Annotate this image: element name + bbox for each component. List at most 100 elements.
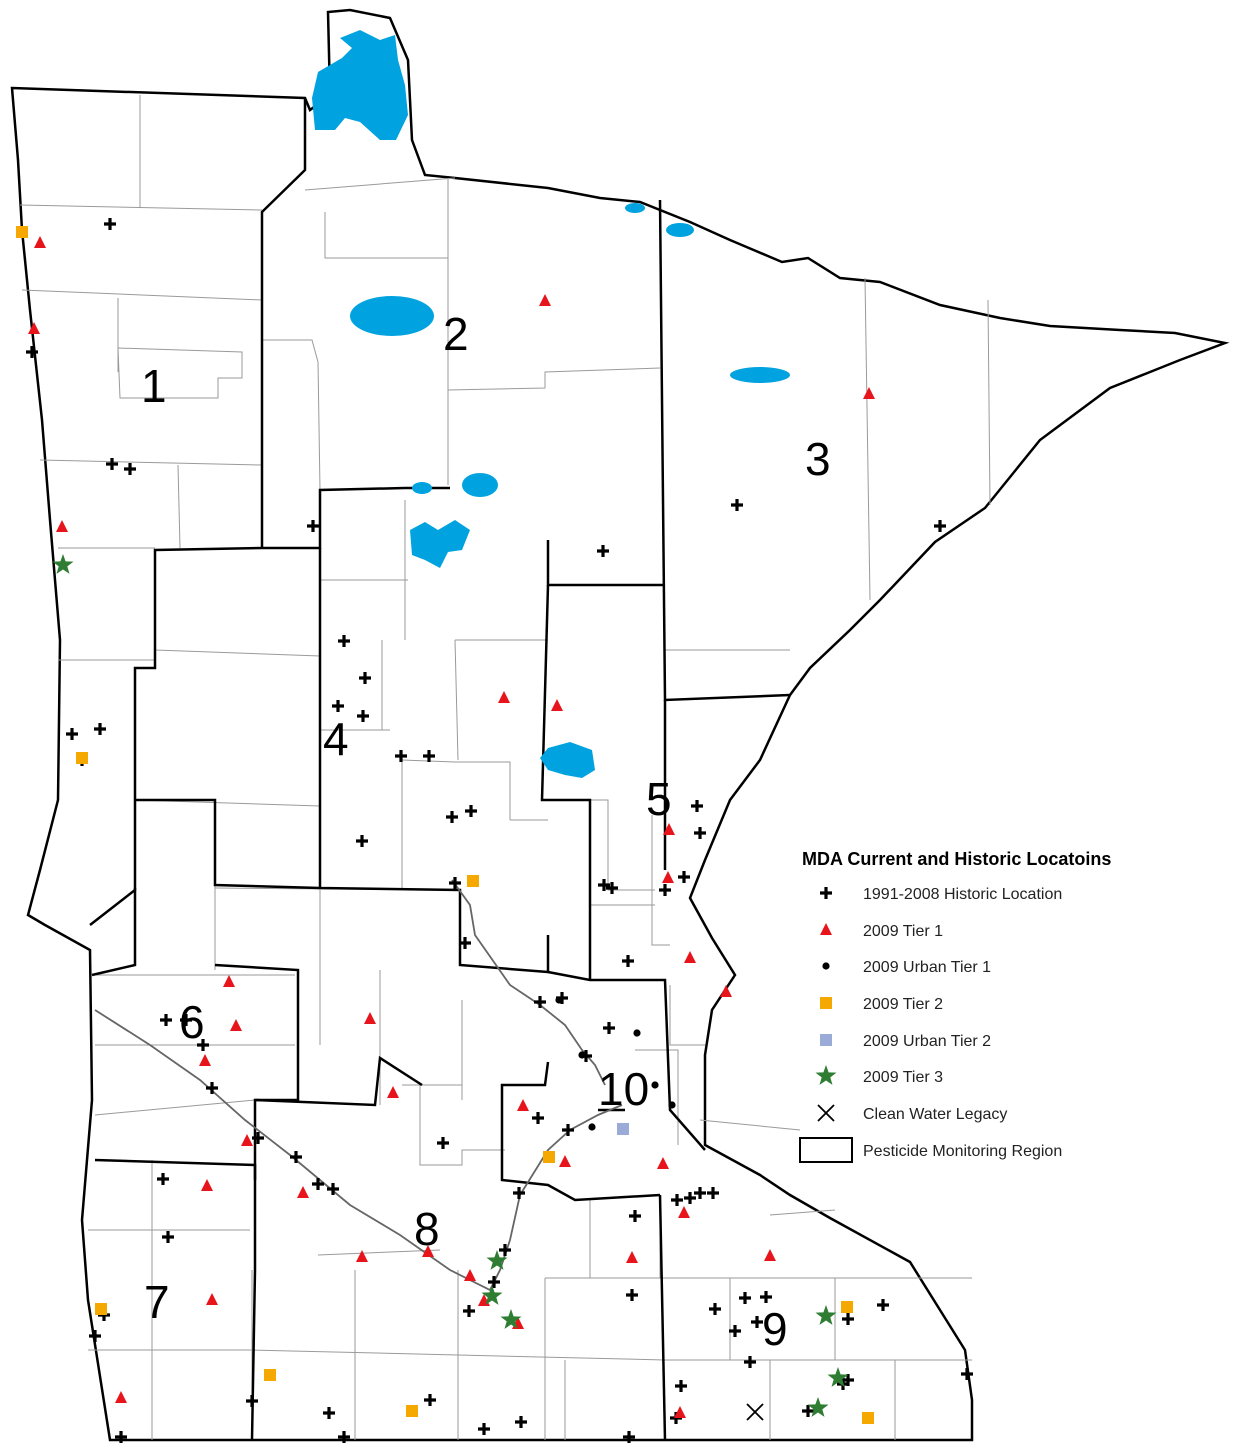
state-outline xyxy=(10,8,1230,1442)
historic-location-marker xyxy=(562,1124,574,1136)
region-label-7: 7 xyxy=(144,1276,170,1328)
region-boundaries xyxy=(89,98,791,1441)
tier1-marker xyxy=(223,975,235,987)
historic-location-marker xyxy=(694,1187,706,1199)
tier1-marker xyxy=(206,1293,218,1305)
tier3-marker xyxy=(486,1250,508,1270)
legend-item-label: 2009 Tier 1 xyxy=(863,923,943,940)
historic-location-marker xyxy=(246,1395,258,1407)
region-label-8: 8 xyxy=(414,1203,440,1255)
historic-location-marker xyxy=(606,882,618,894)
historic-location-marker xyxy=(115,1431,127,1443)
historic-location-marker xyxy=(623,1431,635,1443)
tier1-marker xyxy=(230,1019,242,1031)
historic-location-marker xyxy=(312,1178,324,1190)
historic-location-marker xyxy=(338,1431,350,1443)
tier1-marker xyxy=(199,1054,211,1066)
historic-location-marker xyxy=(499,1244,511,1256)
legend-item-label: 2009 Urban Tier 2 xyxy=(863,1033,991,1050)
historic-location-marker xyxy=(671,1194,683,1206)
tier2-marker xyxy=(406,1405,418,1417)
legend-item-label: Pesticide Monitoring Region xyxy=(863,1143,1062,1160)
tier1-marker xyxy=(517,1099,529,1111)
legend-square-icon xyxy=(820,997,832,1009)
legend-triangle-icon xyxy=(820,923,832,935)
legend-item-label: Clean Water Legacy xyxy=(863,1106,1007,1123)
tier1-marker xyxy=(720,985,732,997)
historic-location-marker xyxy=(842,1313,854,1325)
historic-location-marker xyxy=(739,1292,751,1304)
tier2-marker xyxy=(264,1369,276,1381)
historic-location-marker xyxy=(532,1112,544,1124)
tier1-marker xyxy=(559,1155,571,1167)
historic-location-marker xyxy=(104,218,116,230)
historic-location-marker xyxy=(357,710,369,722)
region-label-1: 1 xyxy=(141,360,167,412)
historic-location-marker xyxy=(684,1192,696,1204)
urban-tier1-marker xyxy=(651,1081,659,1089)
tier3-marker xyxy=(52,554,74,574)
historic-location-marker xyxy=(659,884,671,896)
historic-location-marker xyxy=(802,1405,814,1417)
urban-tier1-marker xyxy=(555,996,563,1004)
historic-location-marker xyxy=(180,1014,192,1026)
border-lake-3 xyxy=(730,367,790,383)
historic-location-marker xyxy=(332,700,344,712)
historic-location-marker xyxy=(877,1299,889,1311)
tier1-marker xyxy=(422,1245,434,1257)
tier1-marker xyxy=(551,699,563,711)
tier2-marker xyxy=(543,1151,555,1163)
region-label-3: 3 xyxy=(805,433,831,485)
historic-location-marker xyxy=(465,805,477,817)
tier3-marker xyxy=(807,1397,829,1417)
region-label-4: 4 xyxy=(323,713,349,765)
historic-location-marker xyxy=(751,1316,763,1328)
tier1-marker xyxy=(28,322,40,334)
county-lines xyxy=(19,95,991,1440)
historic-location-marker xyxy=(26,346,38,358)
legend-dot-icon xyxy=(822,962,830,970)
lake-of-the-woods xyxy=(312,30,408,140)
historic-location-marker xyxy=(437,1137,449,1149)
legend-item-label: 2009 Tier 2 xyxy=(863,996,943,1013)
region-label-9: 9 xyxy=(762,1303,788,1355)
historic-location-marker xyxy=(744,1356,756,1368)
historic-location-marker xyxy=(598,879,610,891)
lake-small-2 xyxy=(412,482,432,494)
leech-lake xyxy=(410,520,470,568)
historic-location-marker xyxy=(94,723,106,735)
historic-location-marker xyxy=(66,728,78,740)
historic-location-marker xyxy=(513,1187,525,1199)
historic-location-marker xyxy=(446,811,458,823)
historic-location-marker xyxy=(327,1183,339,1195)
lake-small xyxy=(462,473,498,497)
tier1-marker xyxy=(498,691,510,703)
historic-location-marker xyxy=(395,750,407,762)
urban-tier2-marker xyxy=(617,1123,629,1135)
tier2-marker xyxy=(841,1301,853,1313)
legend-item-label: 2009 Tier 3 xyxy=(863,1069,943,1086)
historic-location-marker xyxy=(707,1187,719,1199)
historic-location-marker xyxy=(463,1305,475,1317)
tier2-marker xyxy=(16,226,28,238)
region-labels: 1 2 3 4 5 6 7 8 9 10 xyxy=(141,308,831,1355)
historic-location-marker xyxy=(424,1394,436,1406)
historic-location-marker xyxy=(961,1368,973,1380)
legend-plus-icon xyxy=(820,887,832,899)
tier2-marker xyxy=(467,875,479,887)
historic-location-marker xyxy=(89,1330,101,1342)
tier2-marker xyxy=(76,752,88,764)
mille-lacs xyxy=(540,742,595,778)
legend-title: MDA Current and Historic Locatoins xyxy=(802,849,1111,869)
historic-location-marker xyxy=(694,827,706,839)
historic-location-marker xyxy=(675,1380,687,1392)
historic-location-marker xyxy=(459,937,471,949)
tier1-marker xyxy=(863,387,875,399)
tier1-marker xyxy=(657,1157,669,1169)
tier1-marker xyxy=(34,236,46,248)
historic-location-marker xyxy=(197,1039,209,1051)
historic-location-marker xyxy=(629,1210,641,1222)
historic-location-marker xyxy=(423,750,435,762)
region-label-10: 10 xyxy=(598,1063,649,1115)
tier1-marker xyxy=(201,1179,213,1191)
